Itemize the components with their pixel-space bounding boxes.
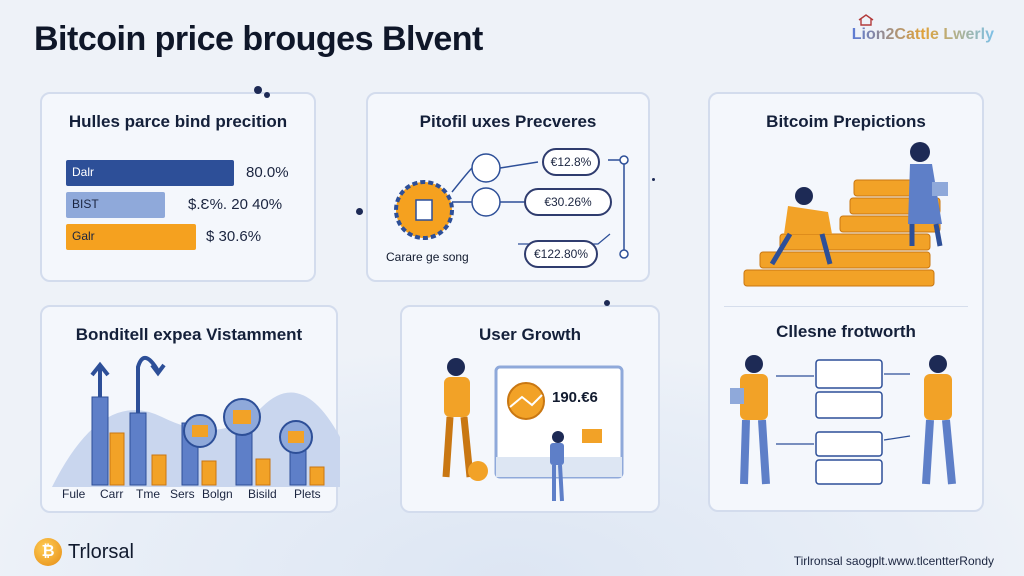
category-label: Plets [294,487,321,501]
flow-caption: Carare ge song [386,250,469,264]
category-label: Fule [62,487,86,501]
card-title: Hulles parce bind precition [68,112,288,131]
arrow-up-icon [90,361,110,397]
category-label: Tme [136,487,160,501]
bar-label: Galr [72,229,95,243]
chip-node-icon [471,187,501,217]
growth-illustration [442,358,624,502]
person-illustration [922,355,956,485]
bar-value: $ 30.6% [206,228,262,245]
bar-row: Galr $ 30.6% [66,224,296,250]
bar-fill [66,224,196,250]
bank-icon [223,398,261,436]
category-label: Sers [170,487,195,501]
footer-brand: Trlorsal [68,540,134,563]
bar-row: BIST $.Ɛ%. 20 40% [66,192,296,218]
decor-dot [652,178,655,181]
coin-icon [471,153,501,183]
flow-diagram [394,153,629,259]
growth-value: 190.€6 [552,389,598,406]
person-illustration [730,355,770,485]
flow-pill: €122.80% [524,240,598,268]
person-illustration [769,187,833,266]
card-title: Bonditell expea Vistamment [75,325,303,344]
flow-node-dot [619,155,629,165]
flow-pill: €12.8% [542,148,600,176]
predictions-card: Bitcoim Prepictions Cllesne frotworth [708,92,984,512]
card-subtitle: Cllesne frotworth [776,322,916,341]
bank-icon [279,420,313,454]
bitcoin-chip-icon [415,199,433,221]
bar-label: Dalr [72,165,95,179]
card-title: Bitcoim Prepictions [766,112,926,131]
bar-fill [66,192,165,218]
user-growth-card: User Growth 190.€6 [400,305,660,513]
bar-value: $.Ɛ%. 20 40% [188,196,283,213]
bar-label: BIST [72,197,99,211]
person-illustration [550,431,564,502]
arrow-up-icon [136,356,166,413]
category-label: Bisild [248,487,277,501]
decor-dot [264,92,270,98]
decor-dot [604,300,610,306]
bar-row: Dalr 80.0% [66,160,296,186]
footer-brand-group: ₿ Trlorsal [34,538,134,566]
footer-source: Tirlronsal saogplt.www.tlcentterRondy [793,554,994,568]
price-prediction-card: Hulles parce bind precition Dalr 80.0% B… [40,92,316,282]
person-illustration [908,142,948,247]
bank-icon [183,414,217,448]
brand-logo: Lion2Cattle Lwerly [851,26,994,43]
bar-value: 80.0% [246,164,289,181]
flow-node-dot [619,249,629,259]
flow-card: Pitofil uxes Precveres €12.8% €30.26% €1… [366,92,650,282]
workflow-illustration [730,355,956,485]
investment-card: Bonditell expea Vistamment [40,305,340,513]
divider [724,306,968,307]
house-icon [858,14,874,26]
bar-fill [66,160,234,186]
category-label: Carr [100,487,124,501]
card-title: User Growth [478,325,582,344]
decor-dot [356,208,363,215]
category-label: Bolgn [202,487,233,501]
page-title: Bitcoin price brouges Blvent [34,20,483,58]
decor-dot [254,86,262,94]
flow-pill: €30.26% [524,188,612,216]
person-illustration [442,358,474,478]
bitcoin-coin-icon: ₿ [34,538,62,566]
coin-stacks-illustration [743,142,948,287]
investment-illustration [52,356,340,487]
card-title: Pitofil uxes Precveres [419,112,597,131]
